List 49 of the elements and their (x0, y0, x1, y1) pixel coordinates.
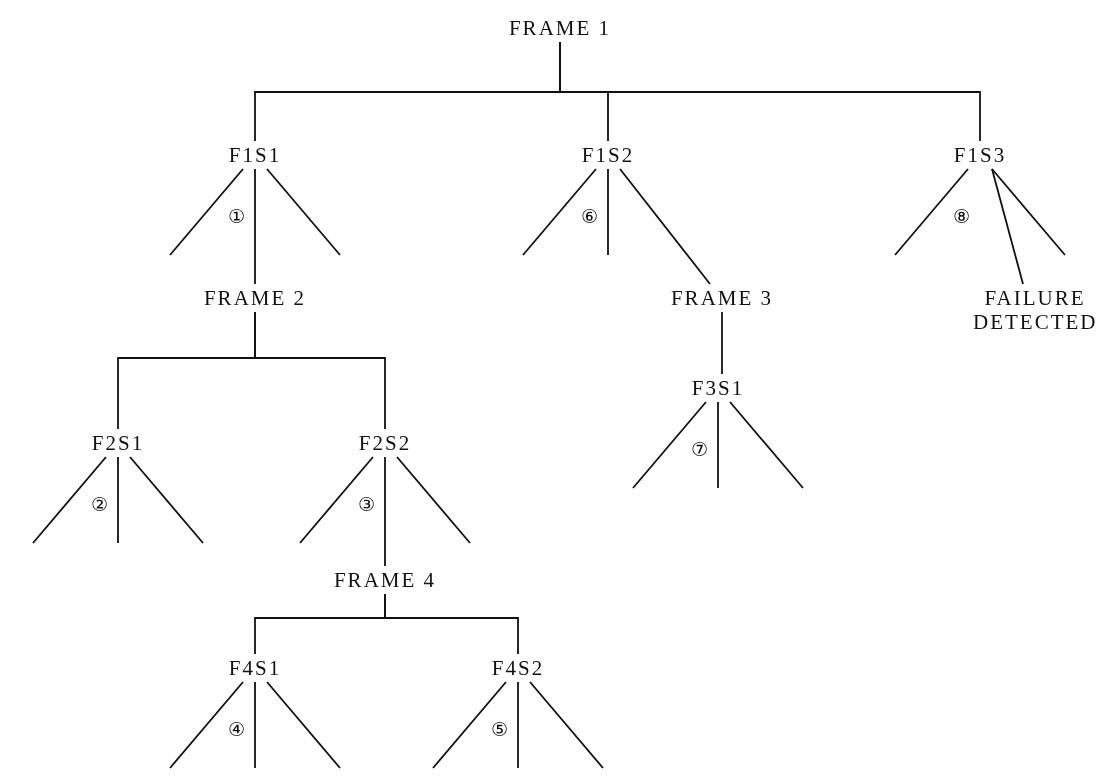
branch-line (384, 456, 386, 567)
step-number: ⑥ (580, 206, 599, 226)
step-number: ① (227, 206, 246, 226)
branch-line (32, 456, 107, 544)
tree-node-label: F1S2 (581, 143, 635, 167)
branch-line (117, 456, 119, 544)
branch-line (721, 311, 723, 375)
branch-line (717, 401, 719, 489)
step-number: ⑤ (490, 719, 509, 739)
branch-line (991, 168, 1024, 285)
branch-line (254, 168, 256, 285)
tree-node-label: FAILURE DETECTED (973, 286, 1097, 334)
branch-line (517, 681, 519, 769)
branch-line (619, 168, 711, 285)
branch-line (384, 593, 519, 655)
branch-line (522, 168, 597, 256)
branch-line (632, 401, 707, 489)
branch-line (529, 681, 604, 769)
tree-node-label: F4S1 (228, 656, 282, 680)
branch-line (991, 168, 1066, 256)
branch-line (254, 311, 386, 430)
tree-node-label: F1S1 (228, 143, 282, 167)
branch-line (894, 168, 969, 256)
branch-line (254, 681, 256, 769)
branch-line (432, 681, 507, 769)
step-number: ④ (227, 719, 246, 739)
step-number: ⑧ (952, 206, 971, 226)
step-number: ② (90, 494, 109, 514)
tree-node-label: F2S2 (358, 431, 412, 455)
tree-node-label: FRAME 2 (203, 286, 307, 310)
branch-line (396, 456, 471, 544)
branch-line (607, 168, 609, 256)
branch-line (559, 41, 981, 142)
step-number: ③ (357, 494, 376, 514)
tree-node-label: FRAME 4 (333, 568, 437, 592)
branch-line (169, 681, 244, 769)
tree-node-label: F1S3 (953, 143, 1007, 167)
branch-line (266, 681, 341, 769)
step-number: ⑦ (690, 439, 709, 459)
branch-line (169, 168, 244, 256)
tree-node-label: FRAME 3 (670, 286, 774, 310)
tree-node-label: FRAME 1 (508, 16, 612, 40)
branch-line (266, 168, 341, 256)
branch-line (299, 456, 374, 544)
branch-line (729, 401, 804, 489)
tree-node-label: F2S1 (91, 431, 145, 455)
branch-line (129, 456, 204, 544)
tree-node-label: F4S2 (491, 656, 545, 680)
tree-node-label: F3S1 (691, 376, 745, 400)
